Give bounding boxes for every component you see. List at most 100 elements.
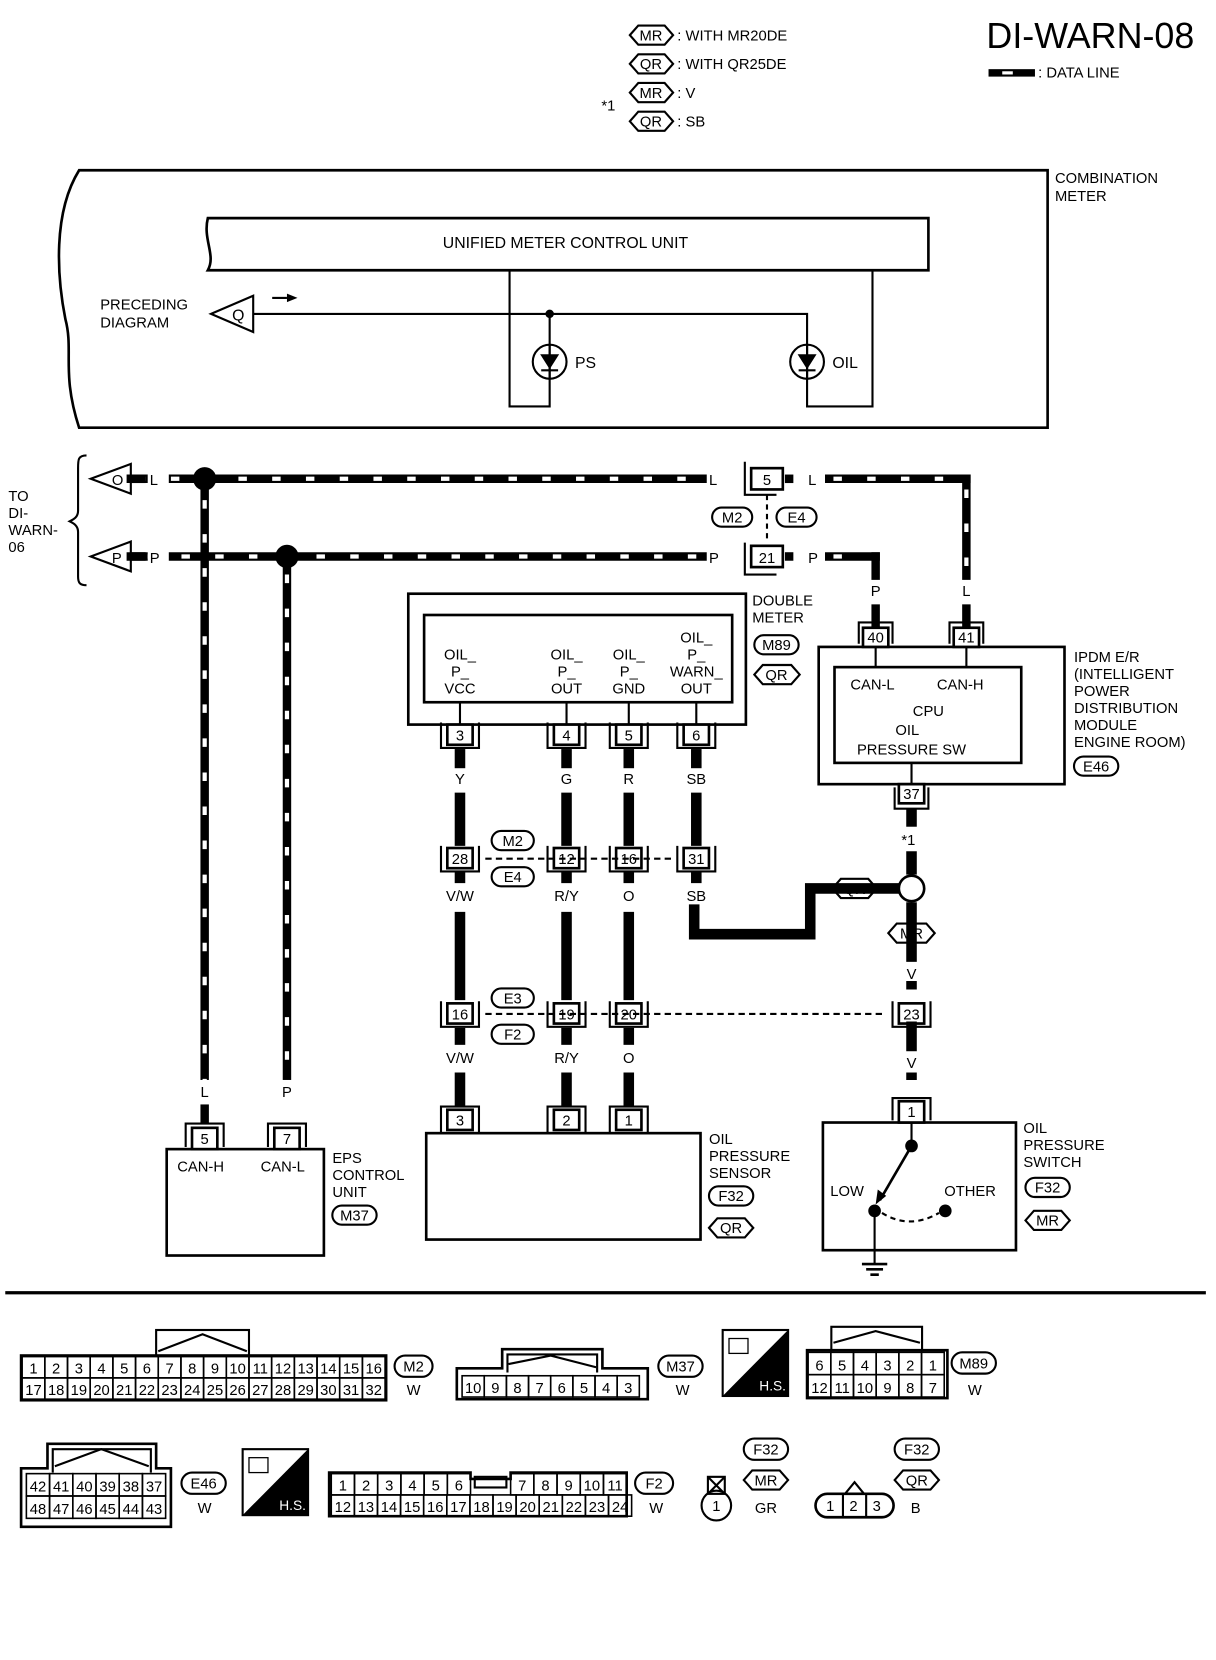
pin-number: 46 [76,1502,92,1518]
connector-id: E4 [504,870,522,886]
pin-number: 7 [929,1381,937,1397]
connector-id-badge [1024,1176,1071,1199]
svg-text:QR: QR [640,57,662,73]
legend-note: *1 [601,99,615,115]
pin-number: 9 [883,1381,891,1397]
double-meter: DOUBLE METER M89 QR OIL_P_VCC3YOIL_P_OUT… [406,592,813,788]
connector-pin: 1 [608,1105,649,1134]
connector-id: F32 [753,1442,778,1458]
svg-text:P: P [871,584,881,600]
svg-text:PRESSURE: PRESSURE [709,1149,790,1165]
svg-text:OTHER: OTHER [944,1184,996,1200]
connector-id-badge [711,506,754,528]
connector-o-icon[interactable] [87,462,132,496]
svg-text:DI-: DI- [8,506,28,522]
option-splice-icon [897,874,926,903]
mr-tag-icon [628,81,675,104]
terminal-name: OIL_ [613,648,646,664]
wire-color: SB [686,889,706,905]
connector-pin: 16 [439,1001,481,1028]
svg-text:F32: F32 [718,1189,743,1205]
to-di-warn-06-link[interactable]: TO DI- WARN- 06 O P L P [8,454,169,587]
pin-number: 18 [48,1383,64,1399]
svg-text:CAN-L: CAN-L [261,1159,305,1175]
svg-text:PS: PS [575,355,596,372]
connector-id: F32 [904,1442,929,1458]
svg-text:QR: QR [640,115,662,131]
pin-number: 7 [518,1479,526,1495]
legend-text: : V [677,86,695,102]
wire-color: Y [455,772,465,788]
wire-color: W [198,1501,212,1517]
pin-number: 23 [903,1007,919,1023]
pin-number: 1 [339,1479,347,1495]
connector-pin: 6 [676,722,717,750]
svg-text:SENSOR: SENSOR [709,1166,772,1182]
preceding-diagram-link[interactable]: Q PRECEDING DIAGRAM [100,293,298,334]
connector-id-badge [490,829,535,852]
pin-number: 10 [229,1362,245,1378]
joint-connector-m2-e4-top: L P 5 L M2 E4 21 P [706,461,826,576]
svg-text:TO: TO [8,489,28,505]
connector-id-badge [490,987,535,1009]
pin-number: 38 [123,1480,139,1496]
svg-text:06: 06 [8,540,24,556]
svg-text:E46: E46 [1083,759,1109,775]
pin-number: 22 [139,1383,155,1399]
connector-pin: 28 [439,845,481,873]
pin-number: 1 [712,1499,720,1515]
svg-text:PRESSURE: PRESSURE [1023,1138,1104,1154]
wire-color: W [407,1383,421,1399]
pin-number: 2 [562,1114,570,1130]
svg-text:: DATA LINE: : DATA LINE [1038,66,1120,82]
pin-number: 42 [30,1480,46,1496]
pin-number: 8 [188,1362,196,1378]
connector-id-badge [490,866,535,888]
switch-arm-icon [875,1189,887,1205]
wire-color: GR [755,1501,777,1517]
connector-id: M2 [502,834,523,850]
svg-text:M2: M2 [722,510,743,526]
pin-number: 22 [566,1500,582,1516]
svg-text:21: 21 [759,551,775,567]
svg-text:P: P [150,551,160,567]
unified-meter-control-unit: UNIFIED METER CONTROL UNIT [205,216,930,272]
wire-color: O [623,1051,634,1067]
connector-q-icon[interactable] [208,294,255,334]
svg-text:QR: QR [765,668,787,684]
wire-color: V/W [446,1051,474,1067]
pin-number: 16 [452,1007,468,1023]
terminal-name: P_ [451,665,470,681]
qr-tag-icon [752,663,802,686]
svg-text:SWITCH: SWITCH [1023,1155,1081,1171]
legend-row: MR : WITH MR20DE [628,24,787,46]
svg-text:MR: MR [1036,1214,1059,1230]
mr-tag-icon [1024,1209,1072,1232]
pin-number: 7 [536,1381,544,1397]
wire-color: B [911,1501,921,1517]
terminal-name: WARN_ [670,665,724,681]
legend-row: MR : V [628,81,695,104]
pin-number: 11 [607,1479,622,1495]
data-line-legend: : DATA LINE [988,66,1120,82]
svg-text:E4: E4 [787,510,805,526]
connector-id-badge [180,1471,227,1495]
svg-text:*1: *1 [901,833,915,849]
wire-color: V/W [446,889,474,905]
pin-number: 37 [146,1480,162,1496]
svg-text:41: 41 [958,631,974,647]
splice-point [275,544,299,569]
svg-text:L: L [201,1085,209,1101]
svg-text:CAN-H: CAN-H [937,677,984,693]
connector-p-icon[interactable] [87,540,132,573]
pin-number: 15 [404,1500,420,1516]
pin-number: 48 [30,1502,46,1518]
pin-number: 21 [543,1500,559,1516]
pin-number: 12 [335,1500,351,1516]
terminal-name: OUT [551,682,582,698]
pin-number: 2 [906,1358,914,1374]
